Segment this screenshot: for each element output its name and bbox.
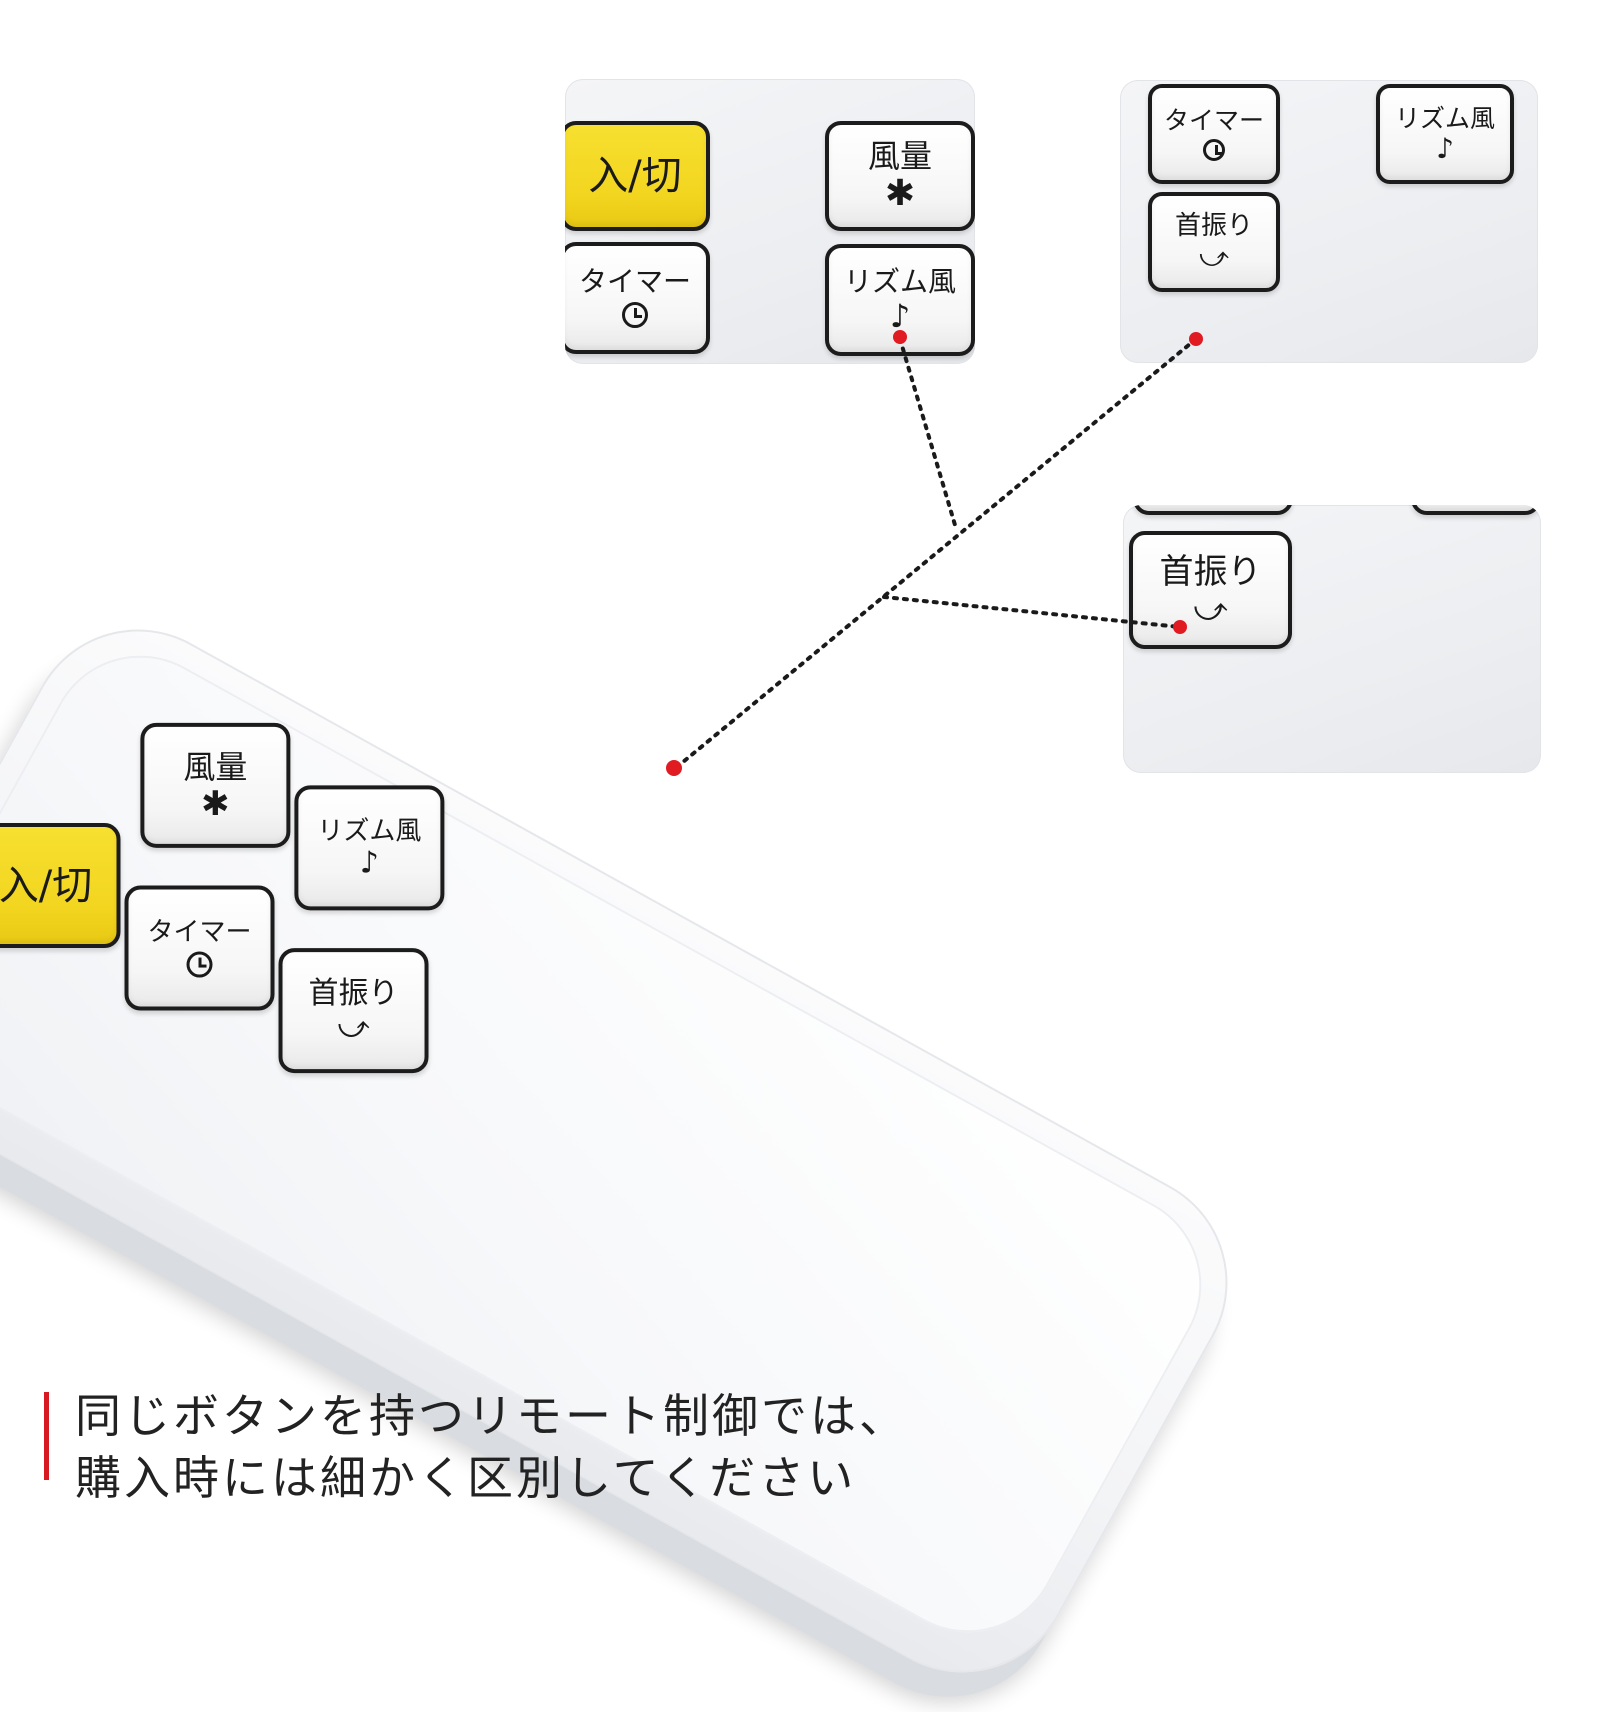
swing-arrow-icon: ⤻	[337, 1009, 370, 1045]
swing-button-zoom[interactable]: 首振り ⤻	[1148, 192, 1280, 292]
fan-speed-label: 風量	[183, 747, 248, 786]
remote-fan-speed-button[interactable]: 風量 ✱	[140, 722, 291, 848]
fan-icon: ✱	[884, 173, 916, 214]
fan-speed-label: 風量	[867, 137, 932, 175]
caption-line-2: 購入時には細かく区別してください	[75, 1451, 857, 1505]
timer-button-zoom[interactable]: タイマー	[1148, 84, 1280, 184]
caption-text: 同じボタンを持つリモート制御では、 購入時には細かく区別してください	[75, 1385, 1075, 1509]
power-button[interactable]: 入/切	[565, 121, 710, 231]
zoom-panel-swing-key: 首振り ⤻	[1123, 505, 1541, 773]
power-label: 入/切	[588, 153, 682, 199]
remote-swing-button[interactable]: 首振り ⤻	[278, 948, 429, 1074]
zoom-panel-secondary-keys: タイマー リズム風 ♪ 首振り ⤻	[1120, 80, 1538, 363]
swing-arrow-icon: ⤻	[1199, 240, 1229, 273]
timer-label: タイマー	[147, 917, 252, 948]
remote-timer-button[interactable]: タイマー	[124, 885, 275, 1011]
music-note-icon: ♪	[889, 297, 911, 335]
zoom-panel-main-keys: 入/切 風量 ✱ タイマー リズム風 ♪	[565, 79, 975, 364]
rhythm-label: リズム風	[843, 265, 956, 298]
music-note-icon: ♪	[359, 844, 379, 880]
rhythm-label: リズム風	[1394, 103, 1495, 133]
rhythm-button-zoom[interactable]: リズム風 ♪	[1376, 84, 1514, 184]
product-image: 入/切 風量 ✱ タイマー リズム風 ♪ タイマー リズム風 ♪ 首振り ⤻	[0, 0, 1600, 1600]
fan-speed-button[interactable]: 風量 ✱	[825, 121, 975, 231]
timer-button-cropped	[1133, 505, 1293, 515]
remote-power-button[interactable]: 入/切	[0, 823, 121, 949]
remote-rhythm-button[interactable]: リズム風 ♪	[294, 785, 445, 911]
clock-icon	[186, 951, 213, 978]
caption-line-1: 同じボタンを持つリモート制御では、	[75, 1389, 908, 1443]
timer-label: タイマー	[1163, 105, 1264, 135]
rhythm-label: リズム風	[317, 815, 422, 846]
swing-label: 首振り	[1174, 211, 1253, 241]
marker-dot	[666, 760, 682, 776]
rhythm-button[interactable]: リズム風 ♪	[825, 244, 975, 356]
caption-accent-bar	[44, 1392, 49, 1480]
swing-arrow-icon: ⤻	[1193, 590, 1228, 628]
swing-button-closeup[interactable]: 首振り ⤻	[1129, 531, 1292, 649]
callout-line-main-keys	[898, 337, 957, 527]
timer-label: タイマー	[578, 265, 691, 298]
clock-icon	[1203, 138, 1225, 161]
fan-icon: ✱	[201, 783, 230, 824]
rhythm-button-cropped	[1411, 505, 1541, 515]
swing-label: 首振り	[1159, 552, 1262, 592]
callout-line-secondary-keys	[681, 337, 1198, 764]
timer-button[interactable]: タイマー	[565, 242, 710, 354]
swing-label: 首振り	[308, 975, 399, 1011]
remote-control: 風量 ✱ リズム風 ♪ 入/切 タイマー 首振り ⤻	[0, 590, 1267, 1712]
music-note-icon: ♪	[1436, 131, 1454, 165]
clock-icon	[622, 302, 648, 328]
power-label: 入/切	[0, 862, 93, 909]
